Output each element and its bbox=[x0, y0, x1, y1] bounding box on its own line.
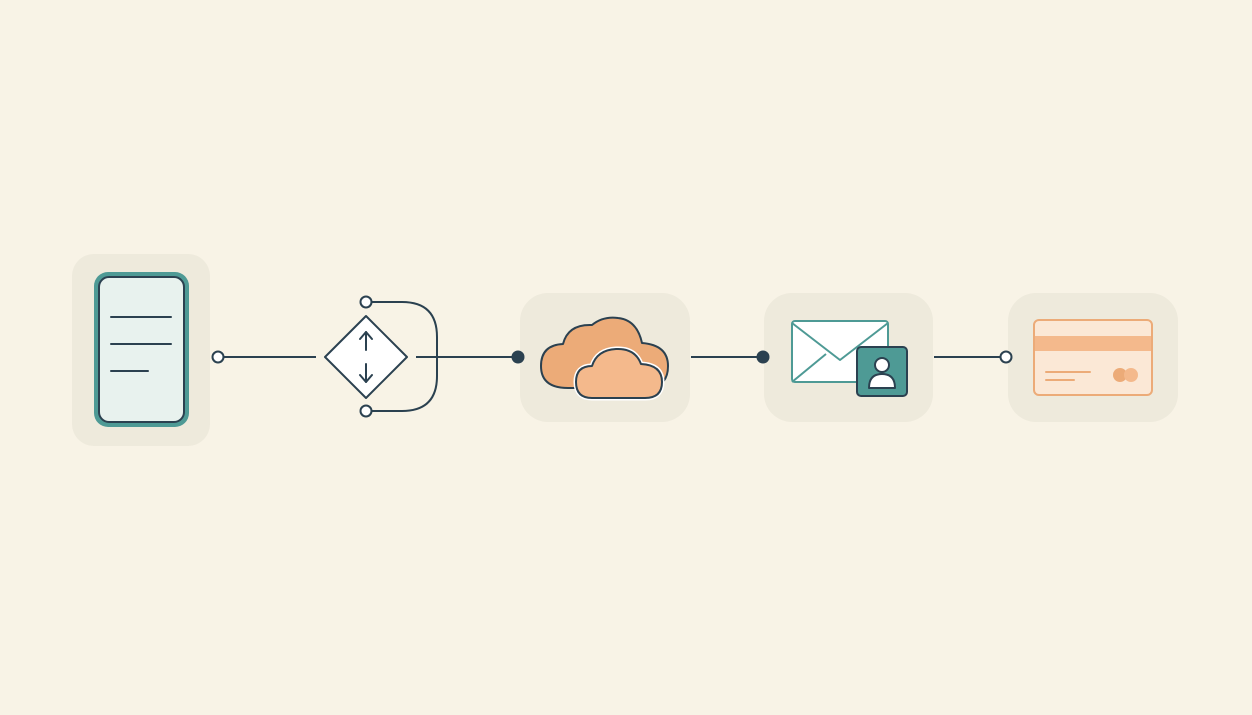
smartphone-icon bbox=[94, 272, 189, 427]
connector-phone-decision bbox=[211, 350, 316, 364]
filled-dot-endpoint bbox=[756, 350, 770, 364]
cloud-icon bbox=[540, 316, 669, 401]
connector-cloud-email bbox=[691, 350, 770, 364]
connector-email-payment bbox=[934, 350, 1013, 364]
credit-card-icon bbox=[1033, 319, 1153, 396]
branch-top-port bbox=[359, 295, 373, 309]
open-circle-endpoint bbox=[999, 350, 1013, 364]
branch-bottom-port bbox=[359, 404, 373, 418]
email-contact-icon bbox=[791, 320, 908, 397]
open-circle-endpoint bbox=[211, 350, 225, 364]
connector-decision-cloud bbox=[416, 350, 525, 364]
decision-diamond-icon bbox=[324, 295, 438, 418]
filled-dot-endpoint bbox=[511, 350, 525, 364]
